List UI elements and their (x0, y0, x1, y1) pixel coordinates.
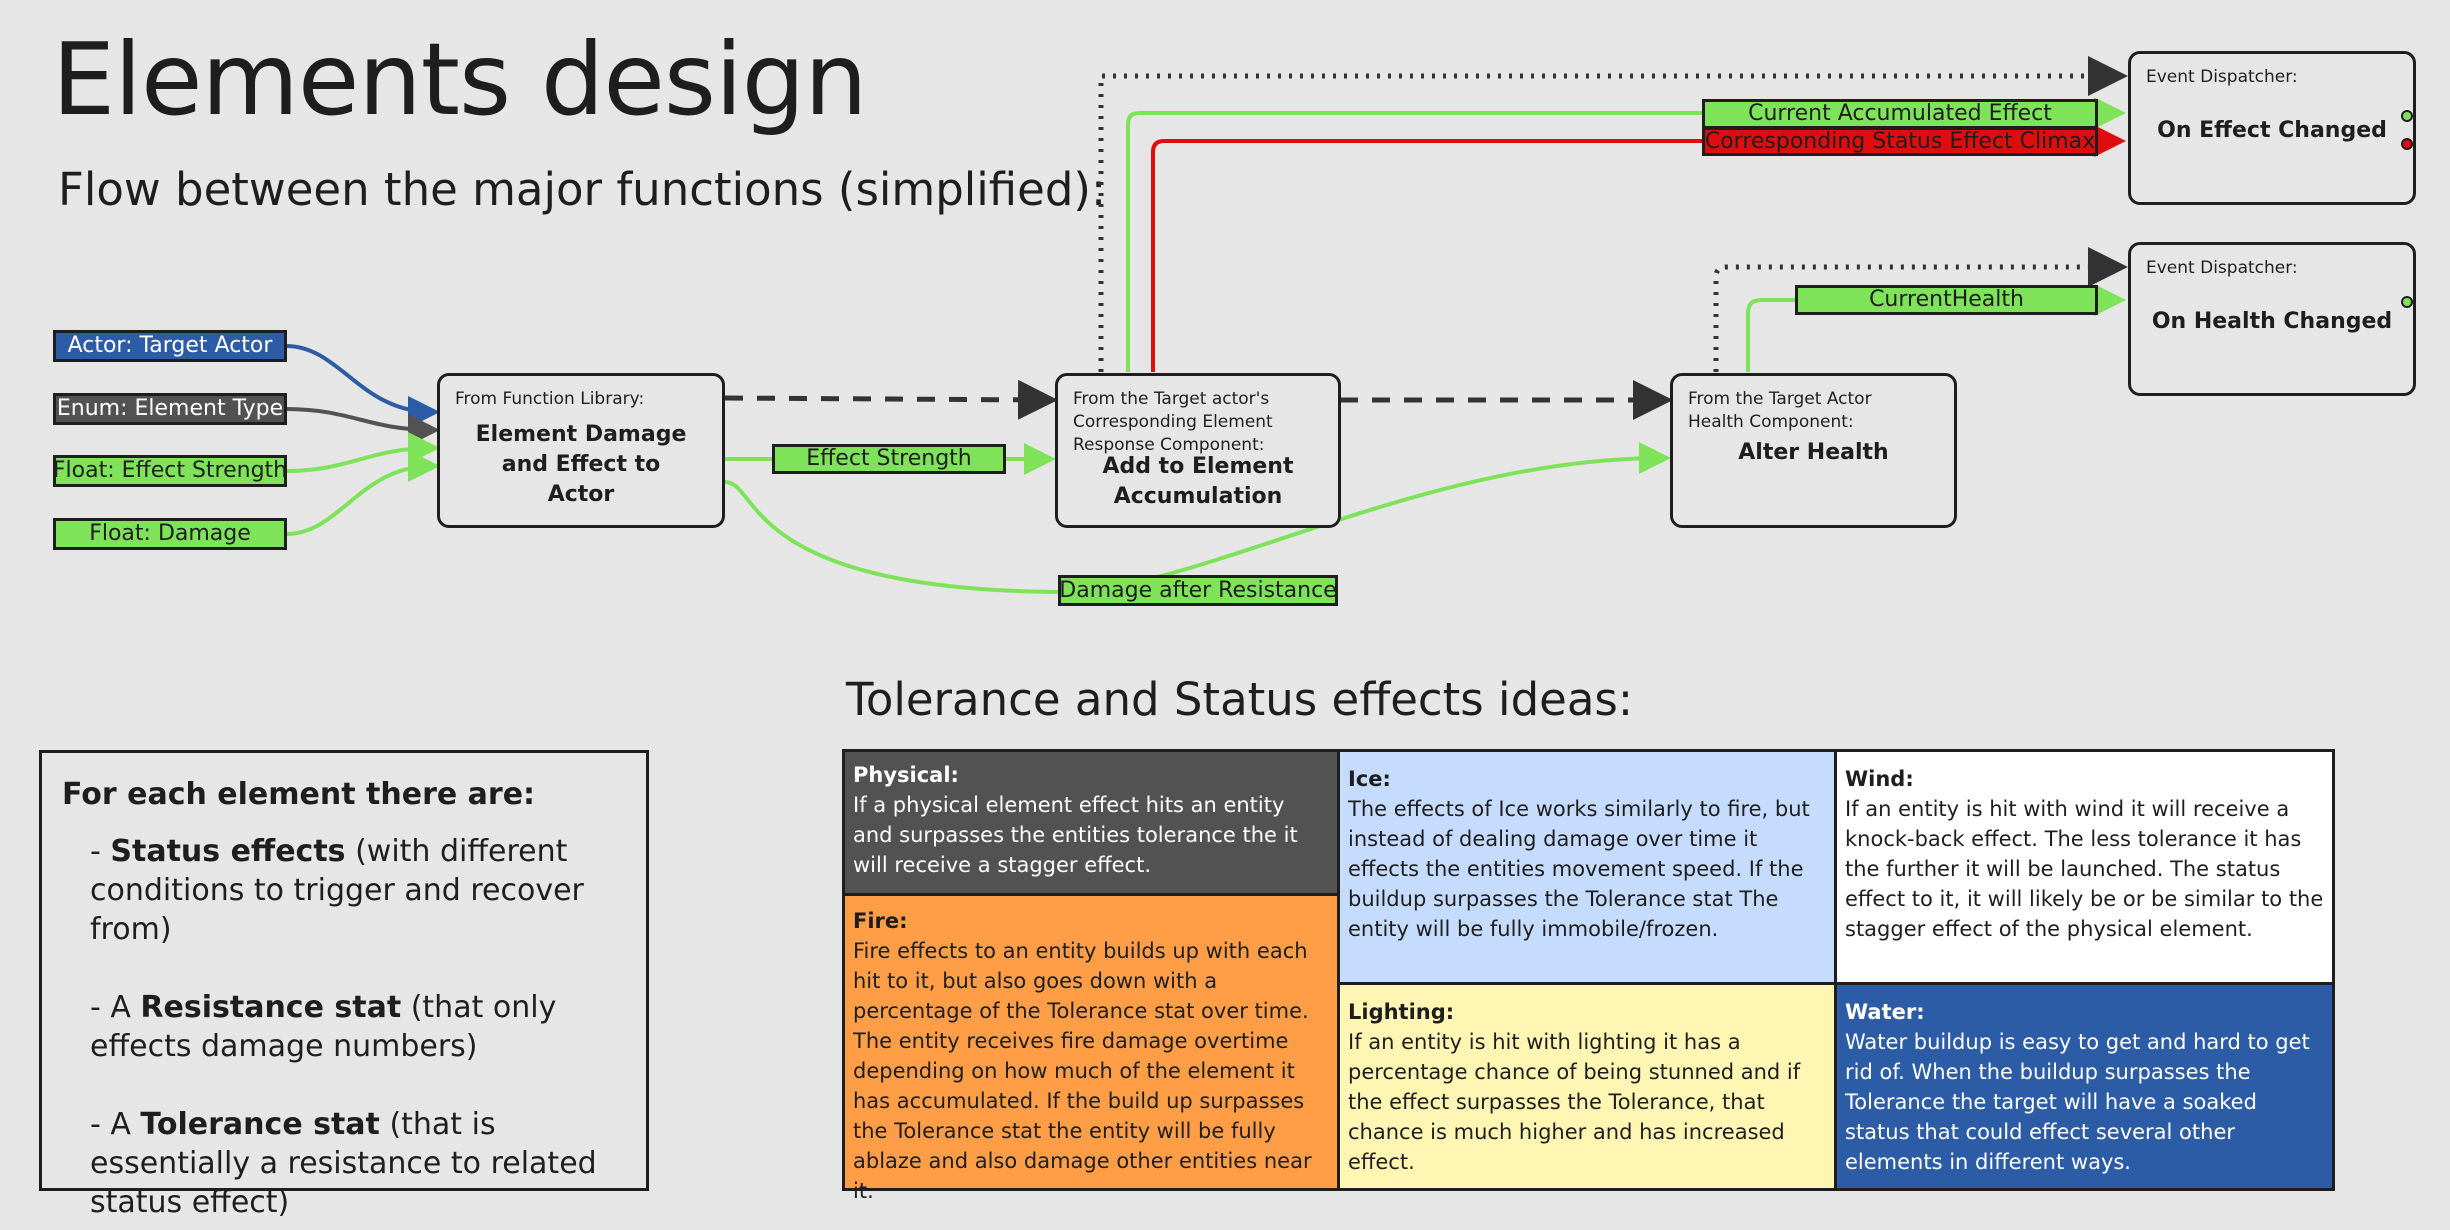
info-item-tolerance-stat: - A Tolerance stat (that is essentially … (90, 1105, 626, 1222)
node-element-accumulation: From the Target actor's Corresponding El… (1055, 373, 1341, 528)
info-prefix: - (90, 834, 111, 869)
node-effect-dispatcher: Event Dispatcher: On Effect Changed (2128, 51, 2416, 205)
cell-title: Physical: (853, 763, 959, 787)
wire-target-actor (285, 344, 440, 428)
node-alter-health: From the Target Actor Health Component: … (1670, 373, 1957, 528)
cell-title: Ice: (1348, 767, 1391, 791)
input-element-type: Enum: Element Type (53, 393, 287, 425)
tolerance-title: Tolerance and Status effects ideas: (846, 673, 1633, 726)
info-item-resistance-stat: - A Resistance stat (that only effects d… (90, 988, 626, 1066)
wire-current-health (1746, 284, 2126, 372)
label-current-accumulated-effect: Current Accumulated Effect (1702, 99, 2098, 129)
cell-title: Fire: (853, 909, 908, 933)
pin-green (2401, 296, 2413, 308)
cell-text: Fire effects to an entity builds up with… (853, 939, 1312, 1203)
wire-exec-1 (724, 379, 1058, 420)
node-source-label: From Function Library: (455, 389, 645, 409)
pin-red (2401, 138, 2413, 150)
input-damage: Float: Damage (53, 518, 287, 550)
cell-text: If an entity is hit with lighting it has… (1348, 1030, 1801, 1174)
info-rest: (with different conditions to trigger an… (90, 834, 584, 947)
info-bold: Status effects (110, 834, 346, 869)
cell-lighting: Lighting: If an entity is hit with light… (1337, 982, 1837, 1191)
node-function-name: Add to Element Accumulation (1102, 454, 1294, 509)
label-damage-after-resistance: Damage after Resistance (1058, 575, 1338, 606)
node-health-dispatcher: Event Dispatcher: On Health Changed (2128, 242, 2416, 396)
info-bold: Tolerance stat (140, 1107, 380, 1142)
label-status-effect-climax: Corresponding Status Effect Climax (1702, 127, 2098, 156)
node-function-name: Alter Health (1738, 440, 1889, 465)
cell-water: Water: Water buildup is easy to get and … (1834, 982, 2335, 1191)
info-heading: For each element there are: (62, 777, 536, 812)
info-bold: Resistance stat (140, 990, 402, 1025)
page-title: Elements design (52, 21, 868, 138)
node-source-label: Event Dispatcher: (2146, 67, 2298, 87)
info-prefix: - A (90, 990, 141, 1025)
node-source-label: From the Target Actor Health Component: (1688, 389, 1872, 432)
cell-ice: Ice: The effects of Ice works similarly … (1337, 749, 1837, 985)
wire-exec-dispatch-2 (1713, 247, 2128, 372)
element-components-box: For each element there are: - Status eff… (39, 750, 649, 1220)
info-rest: (that only effects damage numbers) (90, 990, 557, 1064)
cell-wind: Wind: If an entity is hit with wind it w… (1834, 749, 2335, 985)
node-element-damage: From Function Library: Element Damage an… (437, 373, 725, 528)
input-effect-strength: Float: Effect Strength (53, 455, 287, 487)
label-current-health: CurrentHealth (1795, 285, 2098, 315)
cell-text: The effects of Ice works similarly to fi… (1348, 797, 1810, 941)
flow-subtitle: Flow between the major functions (simpli… (58, 163, 1107, 216)
info-rest: (that is essentially a resistance to rel… (90, 1107, 597, 1220)
cell-title: Lighting: (1348, 1000, 1455, 1024)
wire-damage-in (285, 450, 440, 536)
info-item-status-effects: - Status effects (with different conditi… (90, 832, 626, 949)
node-source-label: Event Dispatcher: (2146, 258, 2298, 278)
node-function-name: On Effect Changed (2157, 118, 2387, 143)
wire-element-type (285, 407, 440, 446)
cell-fire: Fire: Fire effects to an entity builds u… (842, 893, 1340, 1203)
wire-accumulated-effect (1126, 97, 2126, 372)
input-target-actor: Actor: Target Actor (53, 330, 287, 362)
cell-title: Wind: (1845, 767, 1914, 791)
cell-text: Water buildup is easy to get and hard to… (1845, 1030, 2310, 1174)
node-source-label: From the Target actor's Corresponding El… (1073, 389, 1273, 455)
node-function-name: On Health Changed (2151, 309, 2393, 334)
cell-physical: Physical: If a physical element effect h… (842, 749, 1340, 896)
pin-green (2401, 110, 2413, 122)
cell-title: Water: (1845, 1000, 1925, 1024)
node-function-name: Element Damage and Effect to Actor (475, 422, 687, 507)
wire-status-climax (1151, 125, 2126, 372)
label-effect-strength: Effect Strength (772, 444, 1006, 474)
info-prefix: - A (90, 1107, 141, 1142)
wire-effect-strength-in (285, 432, 440, 473)
cell-text: If a physical element effect hits an ent… (853, 793, 1298, 877)
cell-text: If an entity is hit with wind it will re… (1845, 797, 2324, 941)
